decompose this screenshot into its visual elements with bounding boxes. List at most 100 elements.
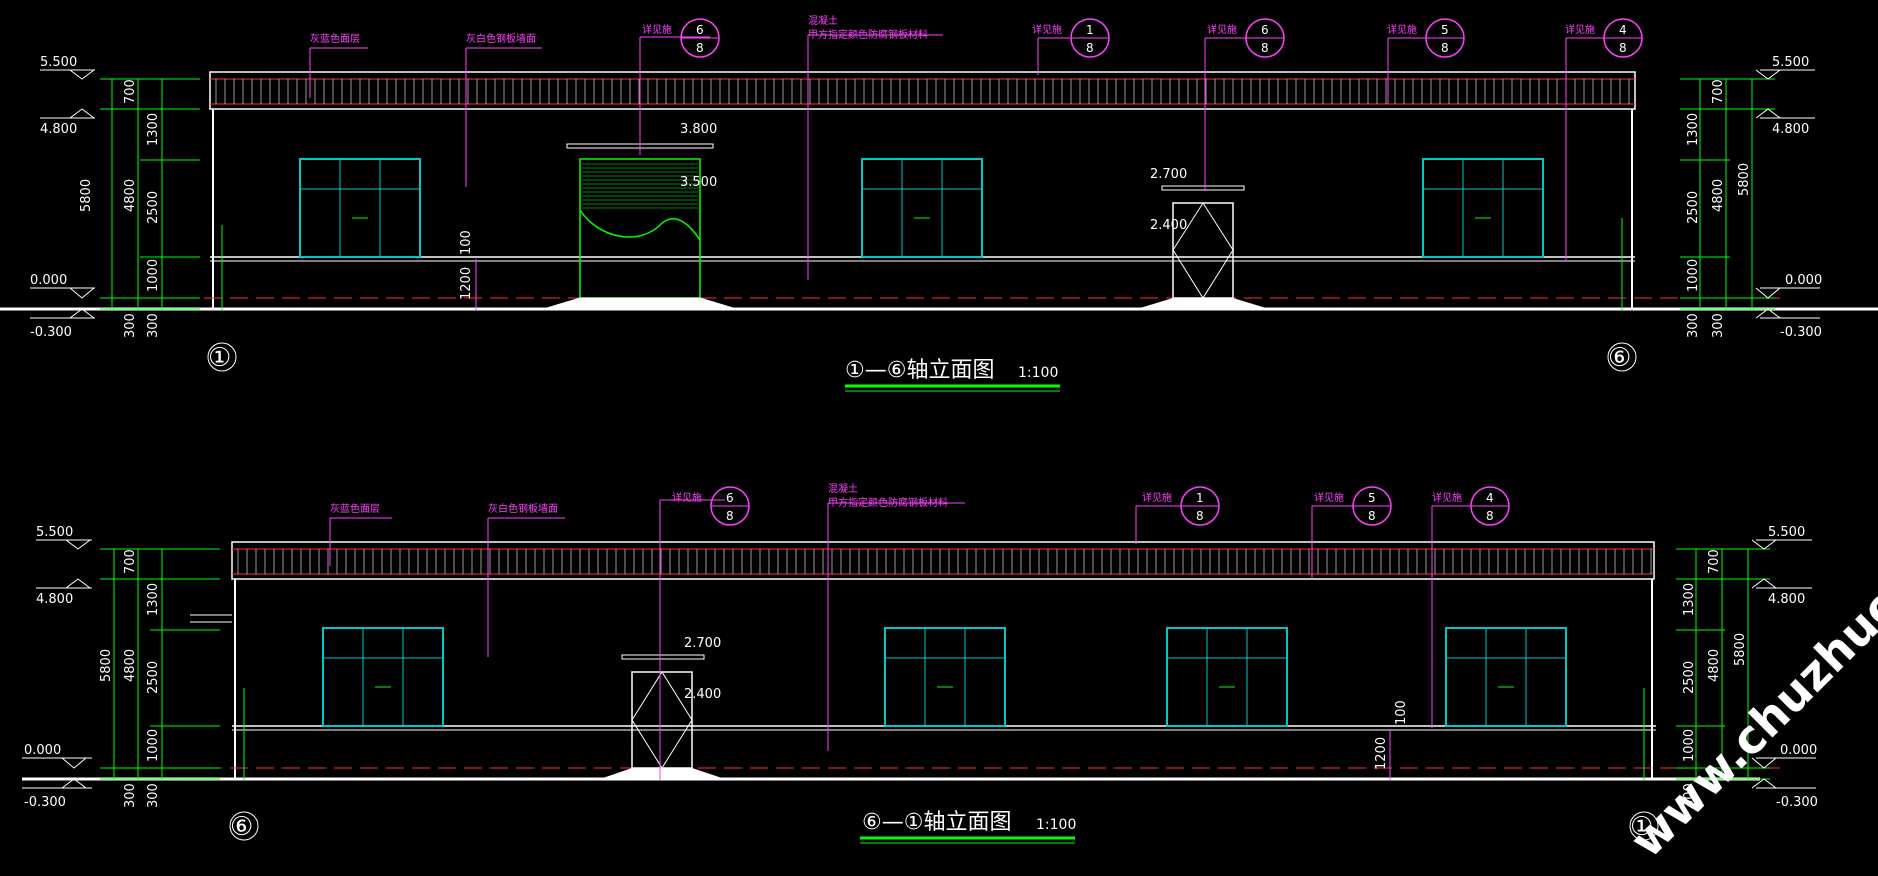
- dim-right: 300: [1682, 783, 1697, 808]
- drawing-scale: 1:100: [1018, 365, 1058, 381]
- callout-label: 详见施: [1142, 491, 1172, 504]
- callout-label: 详见施: [1032, 23, 1062, 36]
- dim-right: 700: [1707, 549, 1722, 574]
- drawing-scale: 1:100: [1036, 817, 1076, 833]
- dim-left: 1300: [146, 113, 161, 146]
- level-ground-right: 0.000: [1780, 743, 1817, 758]
- dim-left: 4800: [123, 649, 138, 682]
- dim-lines-right: [1680, 78, 1775, 310]
- callout-label: 详见施: [642, 23, 672, 36]
- small-dim: 100: [459, 230, 474, 255]
- callout-label: 详见施: [1432, 491, 1462, 504]
- dim-left: 2500: [146, 191, 161, 224]
- window: [1445, 627, 1567, 727]
- axis-right: ⑥: [1608, 343, 1631, 373]
- dim-left: 700: [123, 79, 138, 104]
- material-note: 灰白色钢板墙面: [488, 502, 558, 515]
- dim-left: 1300: [146, 583, 161, 616]
- dim-right: 700: [1711, 79, 1726, 104]
- level-eave-left: 4.800: [36, 592, 73, 607]
- axis-bubble: [1629, 811, 1659, 841]
- detail-callout: 详见施 6 8: [672, 486, 750, 526]
- dim-left: 700: [123, 549, 138, 574]
- callout-number: 1: [1086, 23, 1094, 37]
- window: [299, 158, 421, 258]
- window: [1422, 158, 1544, 258]
- callout-number: 5: [1441, 23, 1449, 37]
- window: [861, 158, 983, 258]
- dim-right: 1000: [1686, 259, 1701, 292]
- dim-left: 2500: [146, 661, 161, 694]
- callout-label: 详见施: [672, 491, 702, 504]
- dim-left: 1000: [146, 729, 161, 762]
- cornice-band: [231, 541, 1655, 580]
- callout-sheet: 8: [696, 41, 704, 55]
- side-door: [600, 654, 725, 779]
- callout-label: 详见施: [1207, 23, 1237, 36]
- material-note: 混凝土: [808, 14, 838, 27]
- callout-sheet: 8: [726, 509, 734, 523]
- level-base-left: -0.300: [24, 795, 66, 810]
- small-dim: 1200: [1374, 737, 1389, 770]
- axis-bubble: [207, 342, 237, 372]
- dim-right: 1300: [1686, 113, 1701, 146]
- main-door: [546, 143, 734, 309]
- window-frame: [1422, 158, 1544, 258]
- callout-sheet: 8: [1196, 509, 1204, 523]
- level-roof-right: 5.500: [1768, 525, 1805, 540]
- window-frame: [322, 627, 444, 727]
- dim-left: 300: [146, 783, 161, 808]
- dim-lines-left: [100, 78, 200, 310]
- dim-left: 300: [123, 313, 138, 338]
- level-markers: [22, 539, 1816, 789]
- material-note: 灰蓝色面层: [310, 32, 360, 45]
- axis-left: ⑥: [230, 812, 253, 842]
- callout-sheet: 8: [1261, 41, 1269, 55]
- callout-sheet: 8: [1441, 41, 1449, 55]
- detail-callout: 详见施 6 8: [642, 18, 720, 58]
- level-eave-right: 4.800: [1772, 122, 1809, 137]
- small-dim: 100: [1394, 700, 1409, 725]
- callout-number: 6: [696, 23, 704, 37]
- dim-right: 4800: [1707, 649, 1722, 682]
- level-ground-left: 0.000: [30, 273, 67, 288]
- window: [322, 627, 444, 727]
- callout-number: 6: [726, 491, 734, 505]
- window-frame: [1445, 627, 1567, 727]
- callout-sheet: 8: [1486, 509, 1494, 523]
- drawing-title: ⑥—①轴立面图: [862, 810, 1011, 835]
- window: [884, 627, 1006, 727]
- level-roof-left: 5.500: [36, 525, 73, 540]
- cornice-ribs: [215, 79, 1630, 104]
- callout-number: 4: [1486, 491, 1494, 505]
- windows: [322, 627, 1567, 727]
- door-level: 2.400: [684, 687, 721, 702]
- window-frame: [1166, 627, 1288, 727]
- cornice-ribs: [237, 549, 1652, 574]
- axis-bubble: [229, 811, 259, 841]
- level-roof-left: 5.500: [40, 55, 77, 70]
- axis-right: ①: [1630, 812, 1653, 842]
- dim-right: 4800: [1711, 179, 1726, 212]
- dim-right: 1300: [1682, 583, 1697, 616]
- dim-right: 5800: [1737, 163, 1752, 196]
- dim-left: 4800: [123, 179, 138, 212]
- callout-number: 4: [1619, 23, 1627, 37]
- dim-right: 5800: [1733, 633, 1748, 666]
- level-ground-left: 0.000: [24, 743, 61, 758]
- door-level: 3.800: [680, 122, 717, 137]
- material-note: 混凝土: [828, 482, 858, 495]
- axis-bubble: [1607, 342, 1637, 372]
- window-frame: [861, 158, 983, 258]
- dim-right: 300: [1686, 313, 1701, 338]
- material-note: 甲方指定颜色防腐钢板材料: [828, 496, 948, 509]
- dim-left: 5800: [99, 649, 114, 682]
- bottom-elevation: 5.500 4.800 0.000 -0.300 5.500 4.800 0.0…: [22, 482, 1818, 844]
- drawing-title: ①—⑥轴立面图: [845, 358, 994, 383]
